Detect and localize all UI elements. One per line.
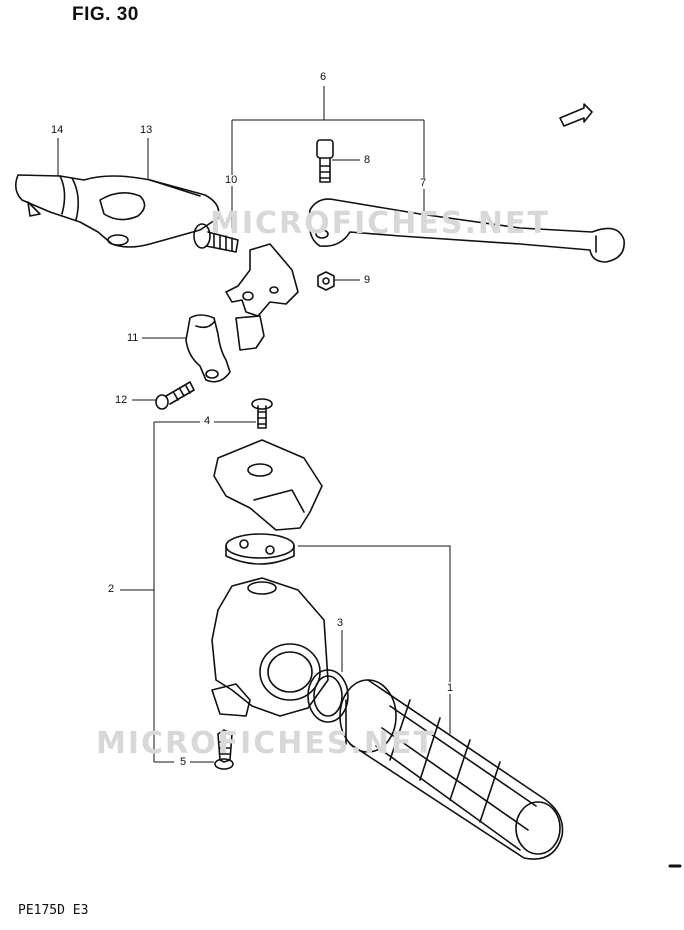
- switch-housing-upper: [213, 439, 323, 531]
- callout-5: 5: [180, 756, 187, 768]
- callout-14: 14: [51, 124, 64, 136]
- holder-clamp-11: [185, 314, 265, 383]
- bracket-plate: [225, 243, 299, 317]
- screw-12: [155, 381, 195, 410]
- callout-10: 10: [225, 174, 238, 186]
- lever-7: [308, 198, 625, 263]
- switch-element: [225, 533, 295, 565]
- adjuster-screw-10: [193, 223, 239, 253]
- forward-arrow-icon: [559, 103, 593, 127]
- callout-7: 7: [420, 177, 427, 189]
- callout-3: 3: [337, 617, 344, 629]
- figure-title: FIG. 30: [72, 4, 139, 25]
- callout-8: 8: [364, 154, 371, 166]
- callout-11: 11: [127, 332, 139, 344]
- bolt-8: [316, 139, 334, 183]
- callout-2: 2: [108, 583, 115, 595]
- watermark-top: MICROFICHES.NET: [210, 206, 550, 241]
- ring-3: [307, 669, 349, 723]
- grip-1: [339, 679, 564, 860]
- lever-holder-13: [14, 174, 220, 248]
- nut-9: [317, 271, 335, 291]
- screw-5: [214, 729, 234, 770]
- callout-6: 6: [320, 71, 327, 83]
- switch-housing-lower: [211, 577, 329, 717]
- callout-1: 1: [447, 682, 454, 694]
- callout-12: 12: [115, 394, 128, 406]
- callout-9: 9: [364, 274, 371, 286]
- callout-4: 4: [204, 415, 211, 427]
- callout-13: 13: [140, 124, 153, 136]
- watermark-bottom: MICROFICHES.NET: [96, 726, 436, 761]
- screw-4: [251, 398, 273, 429]
- figure-footer: PE175D E3: [18, 903, 89, 918]
